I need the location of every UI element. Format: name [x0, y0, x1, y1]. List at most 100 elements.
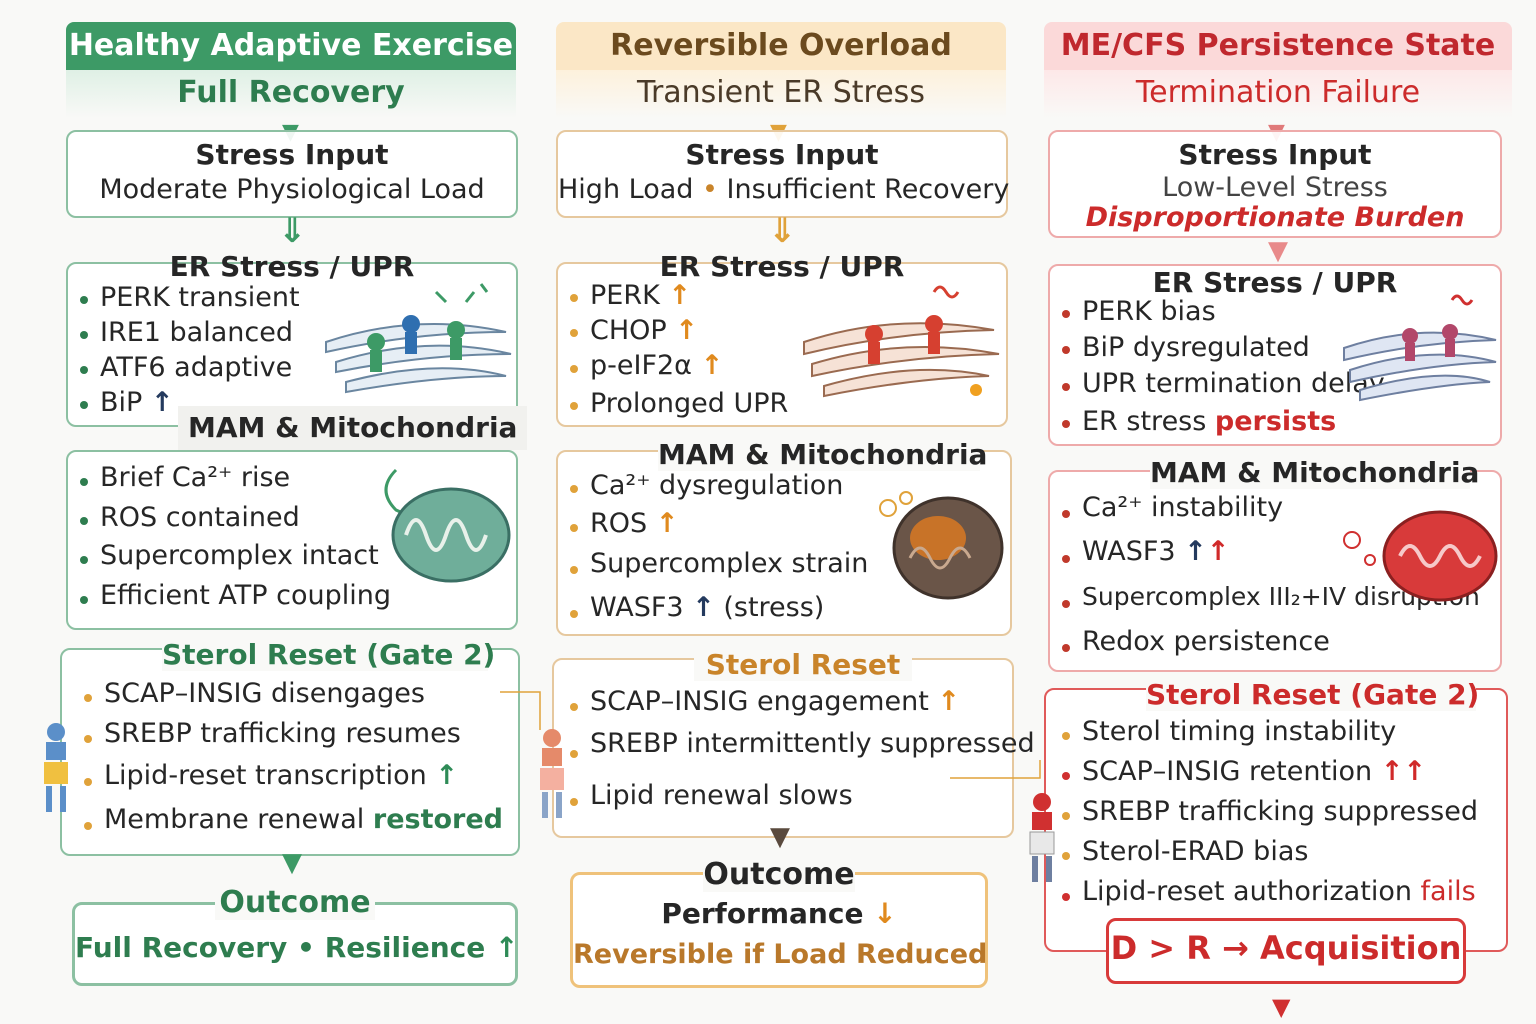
list-item: SCAP–INSIG disengages — [82, 678, 503, 718]
col3-stress-input-head: Stress Input — [1178, 138, 1372, 171]
up-arrow-icon: ↑ — [700, 350, 724, 381]
er-membrane-dysregulated-icon — [1343, 294, 1497, 402]
restored-label: restored — [372, 804, 503, 835]
list-item: ROS ↑ — [568, 508, 868, 548]
up-arrow-icon: ↑ — [1184, 536, 1207, 567]
list-item: Supercomplex intact — [78, 540, 391, 580]
up-arrow-icon: ↑ — [1380, 756, 1404, 787]
list-item: Efficient ATP coupling — [78, 580, 391, 620]
col3-title: ME/CFS Persistence State — [1044, 22, 1512, 70]
col3-sterol-head: Sterol Reset (Gate 2) — [1146, 678, 1480, 711]
col3-arrow-3: ▼ — [1272, 993, 1291, 1021]
col2-outcome-line1: Performance ↓ — [661, 897, 897, 930]
col1-arrow-3: ▼ — [282, 848, 302, 878]
mitochondrion-damaged-icon — [1343, 510, 1498, 602]
down-arrow-icon: ↓ — [873, 897, 897, 930]
list-item: IRE1 balanced — [78, 317, 300, 352]
col3-stress-input-line1: Low-Level Stress — [1162, 172, 1388, 203]
col1-stress-input-line: Moderate Physiological Load — [99, 174, 485, 205]
up-arrow-icon: ↑ — [668, 280, 692, 311]
col1-subtitle: Full Recovery — [66, 70, 516, 118]
col1-upr-list: PERK transient IRE1 balanced ATF6 adapti… — [78, 282, 300, 422]
list-item: Ca²⁺ instability — [1060, 492, 1480, 536]
col2-sterol-list: SCAP–INSIG engagement ↑ SREBP intermitte… — [568, 686, 1035, 824]
up-arrow-icon: ↑ — [1403, 756, 1427, 787]
col1-stress-input-head: Stress Input — [195, 138, 389, 171]
col1-sterol-head: Sterol Reset (Gate 2) — [162, 638, 496, 671]
list-item: Sterol timing instability — [1060, 716, 1478, 756]
col2-outcome-line2: Reversible if Load Reduced — [573, 939, 988, 970]
list-item: Sterol-ERAD bias — [1060, 836, 1478, 876]
list-item: PERK transient — [78, 282, 300, 317]
col2-mam-list: Ca²⁺ dysregulation ROS ↑ Supercomplex st… — [568, 470, 868, 636]
list-item: SCAP–INSIG engagement ↑ — [568, 686, 1035, 728]
col3-mam-list: Ca²⁺ instability WASF3 ↑↑ Supercomplex I… — [1060, 492, 1480, 670]
col3-outcome-box: D > R → Acquisition — [1106, 918, 1466, 984]
col1-sterol-list: SCAP–INSIG disengages SREBP trafficking … — [82, 678, 503, 848]
er-membrane-stressed-icon — [803, 285, 1000, 398]
up-arrow-icon: ↑ — [1206, 536, 1230, 567]
up-arrow-icon: ↑ — [494, 931, 519, 964]
list-item: Lipid-reset transcription ↑ — [82, 760, 503, 804]
list-item: SCAP–INSIG retention ↑↑ — [1060, 756, 1478, 796]
col3-arrow-2: ▼ — [1268, 236, 1288, 266]
bullet: • — [702, 174, 718, 205]
col1-upr-head: ER Stress / UPR — [169, 250, 415, 283]
col2-upr-head: ER Stress / UPR — [659, 250, 905, 283]
col1-mam-list: Brief Ca²⁺ rise ROS contained Supercompl… — [78, 462, 391, 620]
list-item: Prolonged UPR — [568, 388, 788, 424]
col1-title: Healthy Adaptive Exercise — [66, 22, 516, 70]
list-item: WASF3 ↑ (stress) — [568, 592, 868, 636]
er-membrane-icon — [325, 283, 512, 394]
col2-title: Reversible Overload — [556, 22, 1006, 70]
list-item: Lipid renewal slows — [568, 780, 1035, 824]
col3-sterol-list: Sterol timing instability SCAP–INSIG ret… — [1060, 716, 1478, 918]
list-item: UPR termination delay — [1060, 368, 1385, 406]
mitochondrion-stressed-icon — [879, 491, 1004, 600]
col3-stress-input-box: Stress Input Low-Level Stress Disproport… — [1048, 130, 1502, 238]
mitochondrion-icon — [384, 468, 511, 583]
col3-outcome-line: D > R → Acquisition — [1110, 929, 1462, 967]
list-item: BiP ↑ — [78, 387, 300, 422]
list-item: Supercomplex strain — [568, 548, 868, 592]
col2-mam-box: MAM & Mitochondria Ca²⁺ dysregulation RO… — [556, 438, 1012, 636]
col1-arrow-2: ⇓ — [278, 211, 307, 251]
list-item: ATF6 adaptive — [78, 352, 300, 387]
col1-outcome-head: Outcome — [215, 885, 375, 920]
list-item: Ca²⁺ dysregulation — [568, 470, 868, 508]
up-arrow-icon: ↑ — [692, 592, 715, 623]
gate-connector — [500, 691, 1041, 779]
col1-sterol-box: Sterol Reset (Gate 2) SCAP–INSIG disenga… — [60, 638, 520, 856]
col3-mam-box: MAM & Mitochondria Ca²⁺ instability WASF… — [1048, 456, 1502, 672]
list-item: p-eIF2α ↑ — [568, 350, 788, 388]
list-item: ROS contained — [78, 502, 391, 540]
col2-subtitle: Transient ER Stress — [556, 70, 1006, 118]
col2-mam-head: MAM & Mitochondria — [658, 438, 988, 471]
col2-stress-input-head: Stress Input — [685, 138, 879, 171]
scap-protein-icon — [44, 723, 68, 812]
col2-stress-input-line: High Load • Insufficient Recovery — [558, 174, 1010, 205]
col2-stress-input-box: Stress Input High Load • Insufficient Re… — [556, 130, 1010, 218]
list-item: Membrane renewal restored — [82, 804, 503, 848]
list-item: ER stress persists — [1060, 406, 1385, 442]
list-item: SREBP trafficking suppressed — [1060, 796, 1478, 836]
list-item: Brief Ca²⁺ rise — [78, 462, 391, 502]
col1-mam-box: Brief Ca²⁺ rise ROS contained Supercompl… — [66, 450, 518, 630]
scap-protein-icon — [1029, 793, 1055, 882]
fails-label: fails — [1420, 876, 1476, 907]
up-arrow-icon: ↑ — [675, 315, 698, 346]
col3-stress-input-line2: Disproportionate Burden — [1085, 202, 1465, 233]
col3-upr-head: ER Stress / UPR — [1152, 266, 1398, 299]
col1-stress-input-box: Stress Input Moderate Physiological Load — [66, 130, 518, 218]
col3-upr-list: PERK bias BiP dysregulated UPR terminati… — [1060, 296, 1385, 442]
list-item: WASF3 ↑↑ — [1060, 536, 1480, 582]
col2-arrow-3: ▼ — [770, 822, 790, 852]
up-arrow-icon: ↑ — [937, 686, 960, 717]
col3-upr-box: ER Stress / UPR PERK bias BiP dysregulat… — [1048, 264, 1502, 446]
col2-sterol-box: Sterol Reset SCAP–INSIG engagement ↑ SRE… — [552, 648, 1035, 838]
up-arrow-icon: ↑ — [150, 387, 174, 418]
col2-upr-box: ER Stress / UPR PERK ↑ CHOP ↑ p-eIF2α ↑ … — [556, 250, 1008, 427]
list-item: SREBP trafficking resumes — [82, 718, 503, 760]
list-item: BiP dysregulated — [1060, 332, 1385, 368]
col1-upr-box: ER Stress / UPR PERK transient IRE1 bala… — [66, 250, 518, 427]
